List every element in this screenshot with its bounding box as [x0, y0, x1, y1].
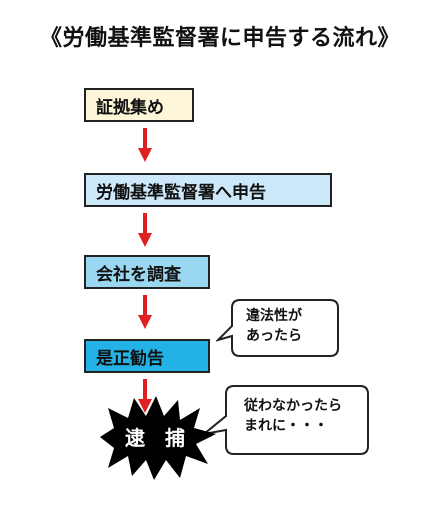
- step-company-investigation: 会社を調査: [84, 255, 210, 289]
- step-label: 証拠集め: [96, 97, 164, 118]
- step-label: 会社を調査: [96, 264, 181, 285]
- explosion-burst-icon: [100, 396, 216, 480]
- step-correction-recommendation: 是正勧告: [84, 339, 210, 373]
- bubble-line: 違法性が: [246, 308, 302, 324]
- bubble-line: まれに・・・: [244, 418, 328, 434]
- diagram-title: 《労働基準監督署に申告する流れ》: [39, 26, 400, 51]
- step-label: 労働基準監督署へ申告: [96, 182, 266, 203]
- bubble-text-non-compliance: 従わなかったら まれに・・・: [244, 396, 342, 436]
- step-label: 是正勧告: [96, 348, 164, 369]
- speech-bubble-icon: [216, 299, 339, 357]
- bubble-line: あったら: [246, 328, 302, 344]
- speech-bubble-icon: [200, 385, 369, 455]
- final-step-arrest: 逮 捕: [125, 426, 185, 450]
- down-arrow-icon: [138, 379, 152, 413]
- down-arrow-icon: [138, 213, 152, 247]
- down-arrow-icon: [138, 295, 152, 329]
- bubble-text-illegal: 違法性が あったら: [246, 306, 302, 346]
- bubble-line: 従わなかったら: [244, 398, 342, 414]
- down-arrow-icon: [138, 128, 152, 162]
- step-evidence-collection: 証拠集め: [84, 88, 194, 122]
- step-report-to-labor-office: 労働基準監督署へ申告: [84, 173, 332, 207]
